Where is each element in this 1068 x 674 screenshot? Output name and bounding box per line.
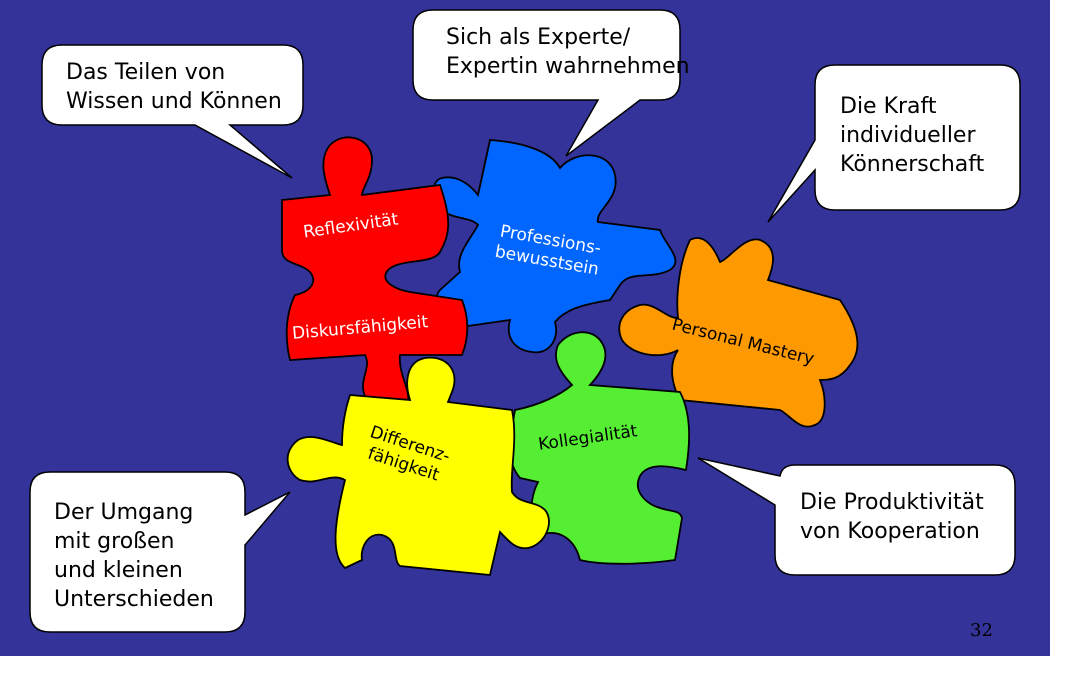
bubble-differences-text: Der Umgang mit großen und kleinen Unters… [54, 498, 214, 614]
bubble-differences-line-3: und kleinen [54, 558, 183, 584]
puzzle-piece-red [281, 136, 469, 410]
bubble-sharing-shape [41, 44, 304, 179]
bubble-power-line-1: Die Kraft [840, 94, 937, 119]
page-number: 32 [970, 620, 993, 641]
bubble-differences-shape [29, 471, 291, 633]
bubble-expert-shape [412, 9, 681, 157]
bubble-productivity-line-2: von Kooperation [800, 519, 980, 545]
bubble-expert-line-2: Expertin wahrnehmen [446, 54, 690, 80]
puzzle-piece-yellow [286, 356, 550, 576]
bubble-productivity-shape [697, 457, 1016, 576]
bubble-expert-text: Sich als Experte/ Expertin wahrnehmen [446, 23, 690, 81]
bubble-differences-line-4: Unterschieden [54, 587, 214, 613]
bubble-sharing-line-2: Wissen und Können [66, 89, 282, 115]
bubble-differences-line-2: mit großen [54, 529, 175, 555]
bubble-power-text: Die Kraft individueller Könnerschaft [840, 92, 984, 179]
bubble-sharing-text: Das Teilen von Wissen und Können [66, 58, 282, 116]
bubble-productivity-text: Die Produktivität von Kooperation [800, 488, 984, 546]
bubble-expert-line-1: Sich als Experte/ [446, 25, 631, 50]
puzzle-piece-orange [618, 237, 859, 428]
bubble-differences-line-1: Der Umgang [54, 500, 194, 525]
bubble-productivity-line-1: Die Produktivität [800, 490, 984, 515]
bubble-power-shape [767, 64, 1021, 223]
bubble-power-line-3: Könnerschaft [840, 152, 985, 178]
puzzle-piece-green [509, 331, 690, 565]
bubble-power-line-2: individueller [840, 123, 976, 149]
bubble-sharing-line-1: Das Teilen von [66, 60, 226, 85]
